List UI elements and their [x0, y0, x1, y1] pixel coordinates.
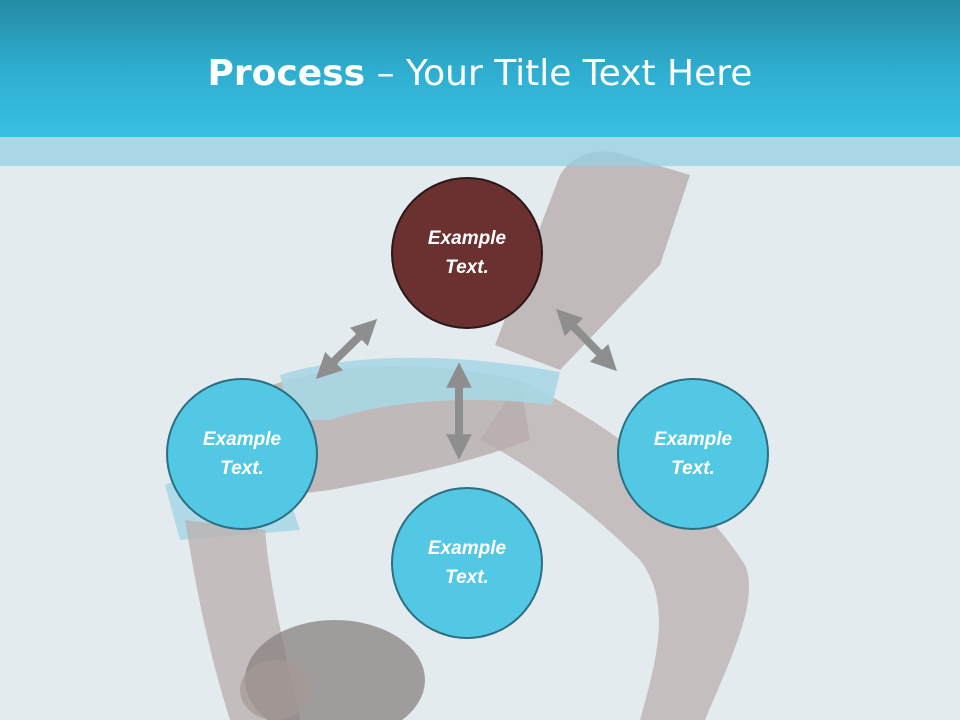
- process-node-top-label: Example Text.: [427, 228, 507, 278]
- title-bold: Process: [207, 53, 366, 94]
- process-node-left-label: Example Text.: [202, 429, 282, 479]
- title-rest: – Your Title Text Here: [365, 53, 753, 94]
- process-node-left: Example Text.: [166, 378, 318, 530]
- arrow-top-left: [315, 319, 378, 379]
- process-node-bottom-label: Example Text.: [427, 538, 507, 588]
- process-node-right-label: Example Text.: [653, 429, 733, 479]
- title-underband: [0, 137, 960, 166]
- title-bar: [0, 0, 960, 137]
- slide-title: Process – Your Title Text Here: [0, 52, 960, 96]
- arrow-top-right: [556, 308, 617, 372]
- process-node-bottom: Example Text.: [391, 487, 543, 639]
- process-node-right: Example Text.: [617, 378, 769, 530]
- process-node-top: Example Text.: [391, 177, 543, 329]
